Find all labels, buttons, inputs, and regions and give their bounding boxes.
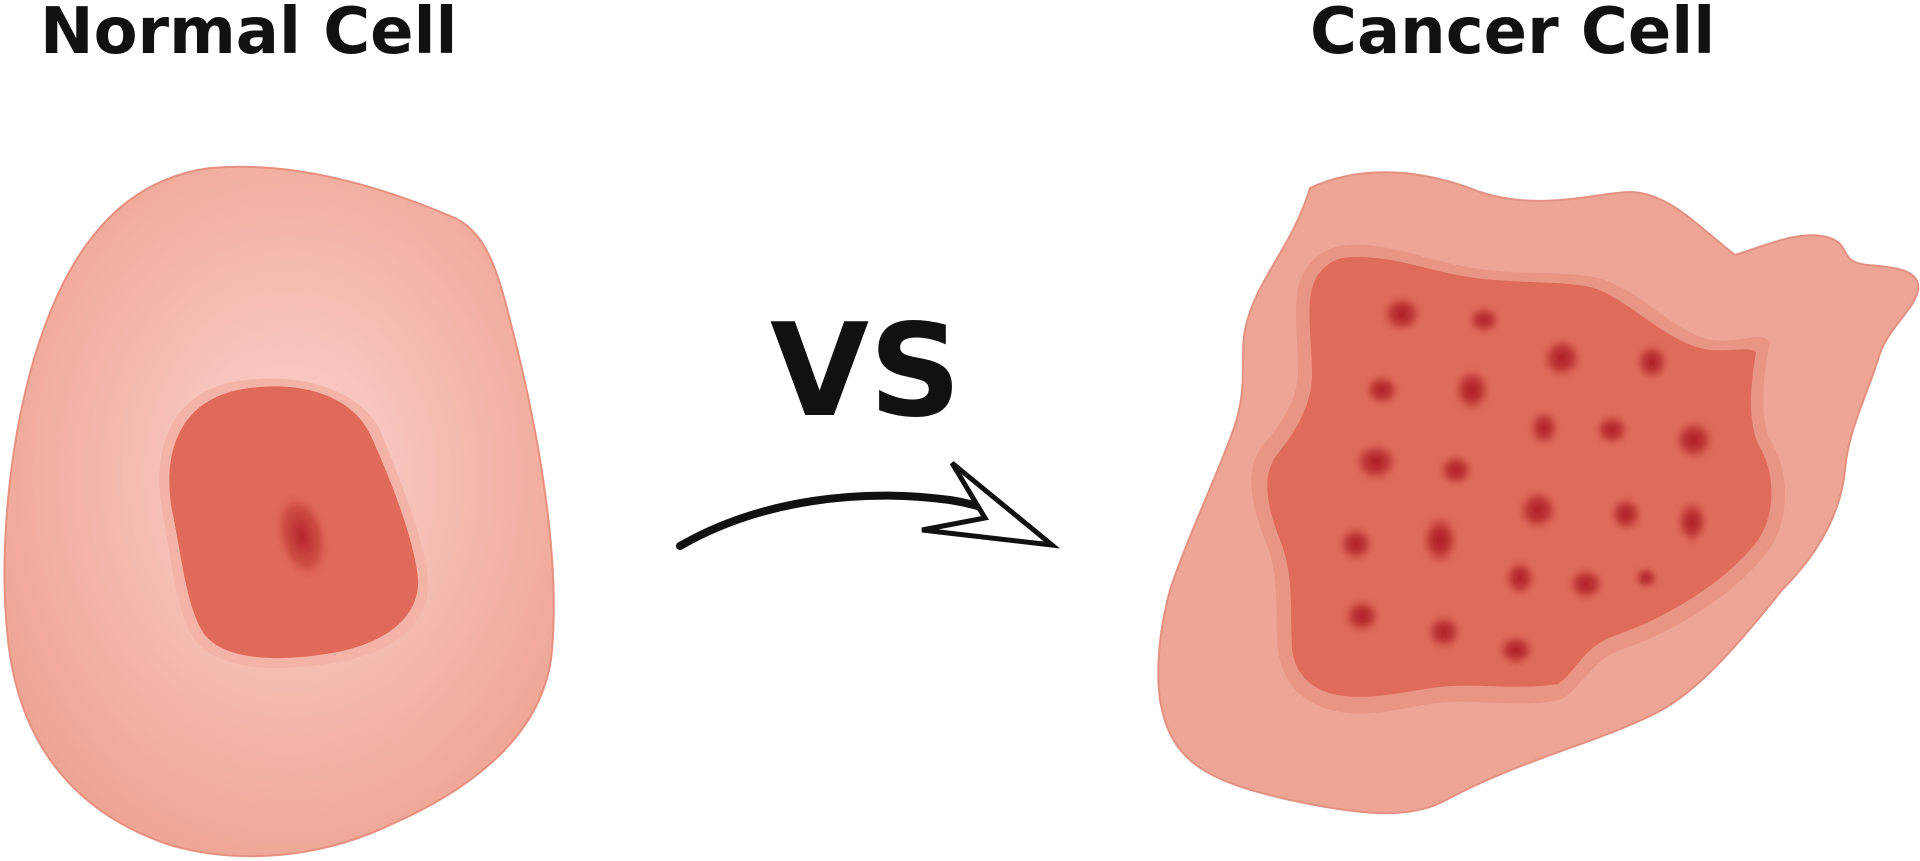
cancer-spot [1363,373,1401,407]
cancer-spot [1503,558,1537,598]
cancer-spot [1380,294,1424,334]
cancer-spot [1634,342,1670,382]
cancer-spot [1336,525,1376,563]
cancer-cell-title: Cancer Cell [1310,0,1716,69]
normal-cell-title: Normal Cell [40,0,458,69]
cancer-spot [1672,418,1716,462]
cancer-spot [1425,613,1463,651]
curved-arrow-right-icon [676,461,1061,550]
cancer-spots [1336,294,1716,667]
normal-nucleolus [272,488,332,584]
cancer-spot [1540,336,1584,380]
cancer-spot [1608,495,1644,533]
cancer-spot [1452,366,1492,414]
cancer-spot [1437,453,1475,487]
cancer-spot [1566,566,1606,602]
cancer-spot [1420,512,1460,568]
normal-cell [3,165,555,858]
cancer-spot [1342,597,1382,635]
cancer-spot [1516,488,1560,532]
cancer-spot [1633,566,1659,590]
cancer-spot [1496,633,1536,667]
vs-label: VS [770,297,962,446]
cancer-spot [1528,408,1560,448]
cancer-spot [1466,305,1502,335]
cancer-cell [1157,171,1920,815]
cancer-spot [1352,441,1400,483]
cancer-spot [1675,498,1709,546]
cancer-spot [1593,413,1631,447]
